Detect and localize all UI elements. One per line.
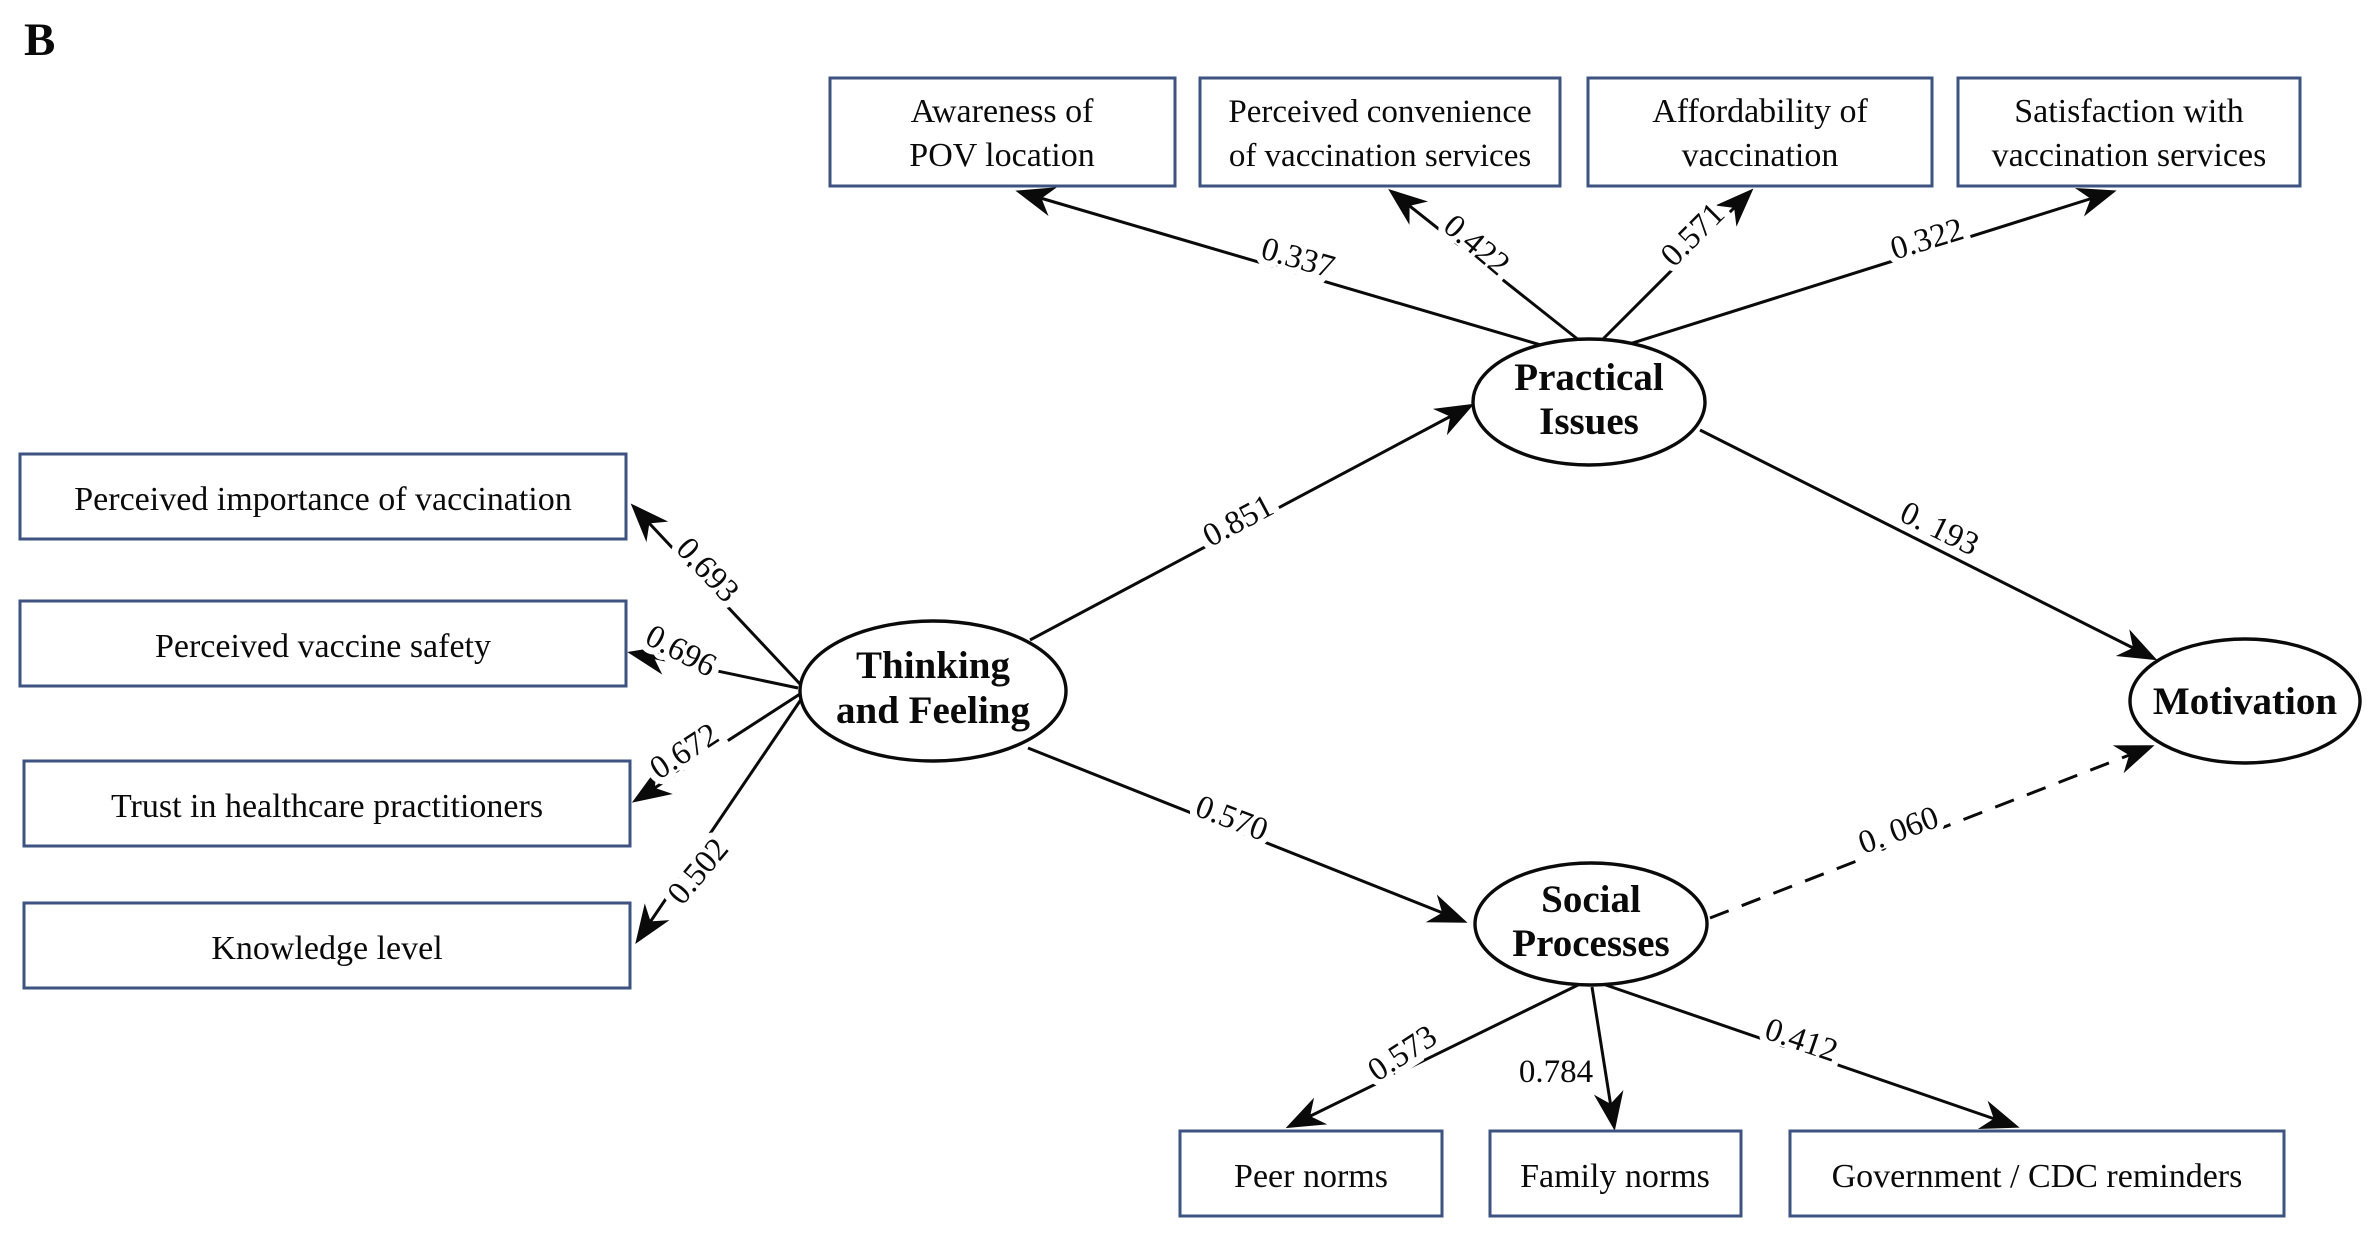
latent-motivation-label: Motivation (2153, 680, 2337, 723)
loading-arrow-peer-norms (1285, 983, 1579, 1129)
latent-social-processes (1473, 861, 1709, 987)
box-family-norms-label: Family norms (1520, 1158, 1710, 1195)
box-affordability-label-line2: vaccination (1682, 137, 1839, 174)
box-perceived-convenience-label-line1: Perceived convenience (1228, 94, 1531, 130)
box-perceived-importance (18, 452, 628, 541)
box-vaccine-safety-label: Perceived vaccine safety (155, 628, 491, 665)
latent-practical-issues-label-line1: Practical (1514, 356, 1664, 399)
box-government-cdc-label: Government / CDC reminders (1832, 1158, 2243, 1195)
panel-label: B (24, 14, 55, 66)
loading-value-perceived-importance: 0.693 (669, 531, 746, 610)
loading-value-peer-norms: 0.573 (1362, 1018, 1444, 1089)
box-perceived-importance-label: Perceived importance of vaccination (74, 481, 572, 518)
loading-arrow-government-cdc (1599, 981, 2020, 1130)
loading-arrow-perceived-importance (630, 503, 802, 686)
box-vaccine-safety (18, 599, 628, 688)
loading-value-knowledge-level: 0.502 (661, 832, 736, 912)
box-affordability-label-line1: Affordability of (1652, 93, 1868, 130)
loading-value-affordability: 0.571 (1654, 196, 1732, 274)
box-perceived-convenience (1198, 76, 1562, 188)
box-trust-practitioners (22, 759, 632, 848)
loading-value-trust-practitioners: 0.672 (644, 716, 726, 787)
box-awareness-pov (828, 76, 1177, 188)
loading-arrow-awareness-pov (1015, 187, 1576, 357)
path-arrow-social-to-motivation (1709, 745, 2155, 920)
latent-practical-issues (1471, 337, 1707, 467)
box-government-cdc (1788, 1129, 2286, 1218)
loading-arrow-satisfaction (1603, 187, 2117, 354)
box-peer-norms-label: Peer norms (1234, 1158, 1388, 1195)
path-arrow-thinking-to-practical (1029, 403, 1475, 642)
latent-thinking-and-feeling-label-line1: Thinking (856, 644, 1010, 687)
box-awareness-pov-label-line2: POV location (909, 137, 1094, 174)
latent-social-processes-label-line1: Social (1541, 878, 1641, 921)
loading-arrow-trust-practitioners (631, 692, 801, 803)
path-arrow-thinking-to-social (1027, 746, 1468, 923)
box-awareness-pov-label-line1: Awareness of (911, 93, 1095, 130)
box-satisfaction (1956, 76, 2302, 188)
latent-thinking-and-feeling-label-line2: and Feeling (836, 689, 1030, 732)
loading-value-vaccine-safety: 0.696 (639, 618, 721, 685)
box-affordability (1586, 76, 1934, 188)
loading-value-satisfaction: 0.322 (1886, 211, 1968, 267)
loading-arrow-knowledge-level (635, 697, 804, 945)
loading-arrow-perceived-convenience (1388, 188, 1586, 347)
path-value-social-to-motivation: 0. 060 (1854, 800, 1944, 862)
path-value-thinking-to-social: 0.570 (1190, 789, 1272, 849)
loading-arrow-family-norms (1590, 986, 1624, 1131)
latent-social-processes-label-line2: Processes (1512, 922, 1669, 965)
box-peer-norms (1178, 1129, 1444, 1218)
latent-practical-issues-label-line2: Issues (1539, 400, 1639, 443)
box-satisfaction-label-line2: vaccination services (1992, 137, 2267, 174)
loading-value-perceived-convenience: 0.422 (1436, 208, 1516, 283)
box-family-norms (1488, 1129, 1743, 1218)
loading-value-family-norms: 0.784 (1519, 1054, 1593, 1090)
box-perceived-convenience-label-line2: of vaccination services (1229, 138, 1531, 174)
loading-arrow-vaccine-safety (627, 645, 799, 690)
latent-thinking-and-feeling (798, 619, 1068, 763)
path-arrow-practical-to-motivation (1699, 428, 2158, 661)
loading-value-awareness-pov: 0.337 (1257, 231, 1338, 286)
path-value-thinking-to-practical: 0.851 (1197, 488, 1279, 555)
box-knowledge-level-label: Knowledge level (211, 930, 442, 967)
loading-value-government-cdc: 0.412 (1760, 1011, 1842, 1069)
box-knowledge-level (22, 901, 632, 990)
latent-motivation (2128, 637, 2362, 765)
box-trust-practitioners-label: Trust in healthcare practitioners (111, 788, 543, 825)
box-satisfaction-label-line1: Satisfaction with (2014, 93, 2243, 130)
loading-arrow-affordability (1595, 188, 1754, 347)
path-value-practical-to-motivation: 0. 193 (1894, 495, 1984, 564)
